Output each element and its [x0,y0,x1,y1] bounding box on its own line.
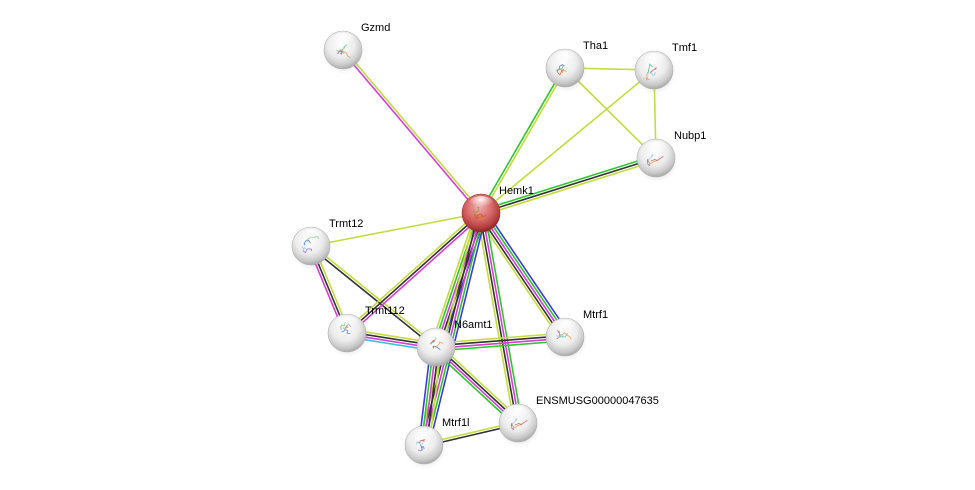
edge-line-experiments [481,212,521,423]
edge-tha1-hemk1[interactable] [479,66,567,215]
edge-line-fusion [484,209,570,335]
node-highlight [641,53,667,69]
node-mtrf1l[interactable]: Mtrf1l [404,417,470,469]
node-trmt112[interactable]: Trmt112 [327,305,405,357]
protein-structure-trace [339,49,343,56]
node-highlight [330,33,356,49]
node-hemk1[interactable]: Hemk1 [461,185,534,237]
edge-trmt12-n6amt1[interactable] [309,244,438,349]
edge-line-textmining [481,68,567,215]
protein-structure-trace [559,68,567,74]
edge-line-coexpression [435,334,565,347]
node-mtrf1[interactable]: Mtrf1 [545,309,608,361]
node-label[interactable]: Tha1 [583,40,608,52]
edge-mtrf1-hemk1[interactable] [476,209,570,341]
edge-line-textmining [476,215,562,341]
edge-line-experiments [480,212,566,338]
node-highlight [423,330,449,346]
edge-line-coexpression [309,246,436,349]
edge-line-neighborhood [479,66,565,213]
protein-structure-trace [556,65,564,72]
edge-line-textmining [481,159,658,217]
node-highlight [505,406,531,422]
node-label[interactable]: Trmt12 [329,218,363,230]
node-label[interactable]: Gzmd [361,22,390,34]
edge-line-coexpression [480,157,657,214]
node-label[interactable]: Nubp1 [674,130,706,142]
node-highlight [552,320,578,336]
node-nubp1[interactable]: Nubp1 [636,130,706,182]
node-label[interactable]: ENSMUSG00000047635 [536,395,659,407]
node-tha1[interactable]: Tha1 [545,40,608,92]
protein-structure-trace [338,50,351,58]
edge-nubp1-hemk1[interactable] [479,154,658,217]
node-highlight [334,316,360,332]
protein-structure-trace [646,159,651,167]
edge-line-textmining [310,212,482,247]
edge-ensmusg00000047635-hemk1[interactable] [476,212,523,424]
protein-structure-trace [650,155,664,162]
edge-line-fusion [428,214,487,447]
edge-line-neighborhood [479,154,656,212]
edge-line-neighborhood [425,213,485,446]
edge-line-textmining [430,211,477,346]
node-tmf1[interactable]: Tmf1 [634,42,697,94]
edge-gzmd-hemk1[interactable] [341,48,483,215]
edge-line-experiments [341,50,481,215]
node-label[interactable]: N6amt1 [454,319,493,331]
protein-structure-trace [477,215,486,221]
node-highlight [411,428,437,444]
protein-structure-trace [514,419,528,426]
edge-trmt12-hemk1[interactable] [310,212,482,247]
edge-line-coexpression [478,213,518,424]
edge-line-textmining [435,332,565,344]
protein-structure-trace [510,423,515,431]
protein-structure-trace [556,69,564,76]
node-label[interactable]: Tmf1 [672,42,697,54]
edge-line-experiments [348,214,484,336]
node-label[interactable]: Hemk1 [499,185,534,197]
node-label[interactable]: Mtrf1l [442,417,470,429]
edge-line-neighborhood [482,211,568,336]
protein-structure-trace [302,248,312,254]
edge-trmt112-hemk1[interactable] [344,210,484,336]
node-ensmusg00000047635[interactable]: ENSMUSG00000047635 [498,395,659,447]
node-label[interactable]: Trmt112 [365,305,405,317]
edge-line-textmining [480,69,655,214]
edge-line-textmining [476,213,515,424]
protein-structure-trace [474,213,487,219]
edge-line-coexpression [346,212,482,334]
node-highlight [643,141,669,157]
node-gzmd[interactable]: Gzmd [323,22,390,74]
edge-line-neighborhood [484,212,523,423]
protein-structure-trace [419,444,424,451]
node-highlight [552,51,578,67]
edges-layer [307,48,658,448]
node-highlight [298,229,324,245]
node-highlight [468,196,494,212]
protein-structure-trace [644,71,650,81]
edge-line-textmining [343,48,483,213]
node-label[interactable]: Mtrf1 [583,309,608,321]
node-trmt12[interactable]: Trmt12 [291,218,363,270]
edge-line-textmining [344,210,480,332]
protein-structure-trace [301,246,307,251]
node-n6amt1[interactable]: N6amt1 [416,319,493,371]
edge-tmf1-hemk1[interactable] [480,69,655,214]
protein-structure-trace [648,71,656,77]
edge-line-textmining [311,244,438,347]
edge-line-coexpression [478,214,564,339]
